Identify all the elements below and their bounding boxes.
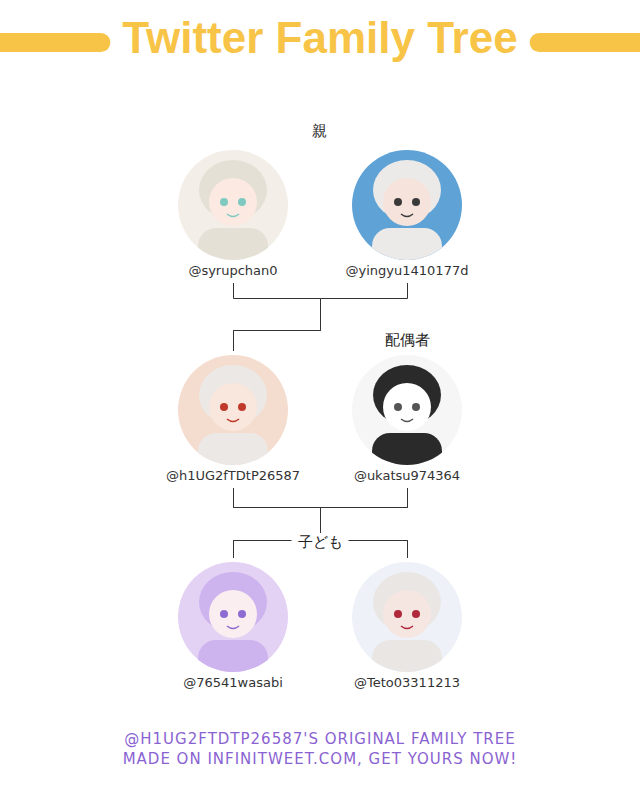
avatar-node: @h1UG2fTDtP26587 (148, 355, 318, 484)
title-bar (0, 33, 110, 52)
avatar-node: @ukatsu974364 (322, 355, 492, 484)
footer-caption: @H1UG2FTDTP26587'S ORIGINAL FAMILY TREE … (122, 729, 518, 769)
avatar-image (178, 355, 288, 465)
account-handle: @yingyu1410177d (322, 263, 492, 279)
title-bar (530, 33, 640, 52)
avatar-image (178, 150, 288, 260)
relation-label: 子ども (292, 533, 349, 551)
avatar-image (352, 150, 462, 260)
account-handle: @ukatsu974364 (322, 468, 492, 484)
account-handle: @syrupchan0 (148, 263, 318, 279)
avatar-node: @syrupchan0 (148, 150, 318, 279)
family-connector (234, 488, 408, 558)
avatar-image (178, 562, 288, 672)
avatar-image (352, 355, 462, 465)
account-handle: @Teto03311213 (322, 675, 492, 691)
avatar-image (352, 562, 462, 672)
family-connector (234, 488, 408, 558)
relation-label: 配偶者 (379, 331, 436, 349)
account-handle: @h1UG2fTDtP26587 (148, 468, 318, 484)
avatar-node: @yingyu1410177d (322, 150, 492, 279)
relation-label: 親 (306, 122, 333, 140)
avatar-node: @Teto03311213 (322, 562, 492, 691)
avatar-node: @76541wasabi (148, 562, 318, 691)
family-connector (234, 283, 321, 351)
page-title: Twitter Family Tree (122, 12, 517, 64)
account-handle: @76541wasabi (148, 675, 318, 691)
